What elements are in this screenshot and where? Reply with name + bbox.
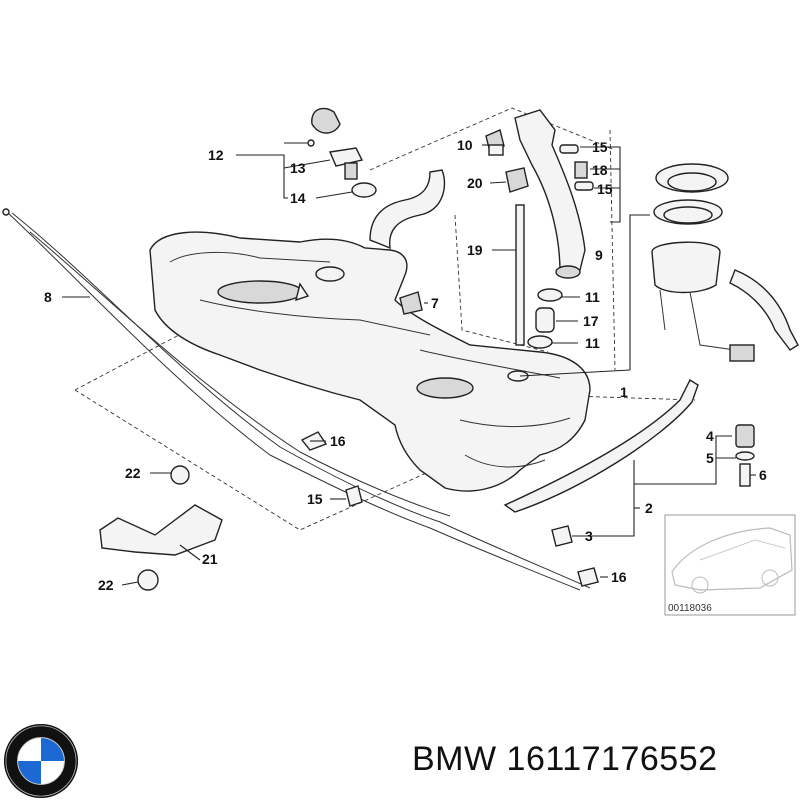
part-sender-13 [329, 147, 364, 180]
callout-labels: 12 13 14 10 20 19 15 18 15 9 11 17 11 7 … [44, 137, 767, 593]
callout-10: 10 [457, 137, 473, 153]
callout-16-upper: 16 [330, 433, 346, 449]
part-clip-16b [577, 567, 599, 587]
part-washer-5 [735, 451, 755, 461]
part-clamp-15a [559, 144, 579, 154]
part-number-caption: BMW 16117176552 [412, 740, 718, 778]
callout-5: 5 [706, 450, 714, 466]
inset-code: 00118036 [668, 603, 712, 614]
bmw-logo-icon [3, 723, 79, 799]
callout-11-upper: 11 [585, 289, 600, 305]
callout-15-lower: 15 [307, 491, 323, 507]
callout-4: 4 [706, 428, 714, 444]
part-seal-14 [351, 182, 377, 198]
part-heat-shield-21 [99, 504, 223, 556]
part-clamp-18 [574, 161, 588, 179]
part-clamp-11b [527, 335, 553, 349]
part-rod-19 [515, 204, 525, 346]
callout-3: 3 [585, 528, 593, 544]
callout-22-upper: 22 [125, 465, 141, 481]
part-strap-2 [503, 378, 699, 513]
vehicle-inset: 00118036 [664, 514, 796, 616]
callout-17: 17 [583, 313, 599, 329]
part-cap-10 [485, 129, 505, 156]
part-fuel-pump-assembly [651, 163, 799, 362]
callout-16-lower: 16 [611, 569, 627, 585]
callout-20: 20 [467, 175, 483, 191]
part-cap-12 [307, 107, 341, 147]
part-filler-neck-9 [514, 109, 586, 279]
callout-15-upper: 15 [592, 139, 608, 155]
callout-11-lower: 11 [585, 335, 600, 351]
callout-6: 6 [759, 467, 767, 483]
fuel-lines-8 [2, 208, 591, 591]
callout-21: 21 [202, 551, 218, 567]
part-grommet-7 [399, 291, 423, 315]
part-hose-17 [535, 307, 555, 333]
callout-12: 12 [208, 147, 224, 163]
callout-2: 2 [645, 500, 653, 516]
leader-lines [62, 142, 756, 586]
callout-15-middle: 15 [597, 181, 613, 197]
callout-1: 1 [620, 384, 628, 400]
callout-13: 13 [290, 160, 306, 176]
callout-14: 14 [290, 190, 306, 206]
part-nut-22a [170, 465, 190, 485]
part-clamp-11a [537, 288, 563, 302]
part-clip-15c [345, 485, 363, 507]
part-nut-22b [137, 569, 159, 591]
part-clamp-15b [574, 181, 594, 191]
callout-9: 9 [595, 247, 603, 263]
fuel-tank [149, 169, 591, 492]
part-mount-4 [735, 424, 755, 448]
callout-7: 7 [431, 295, 439, 311]
part-bolt-6 [739, 463, 751, 487]
callout-18: 18 [592, 162, 608, 178]
dashed-outline-top [369, 107, 616, 353]
part-clip-3 [551, 525, 573, 547]
callout-22-lower: 22 [98, 577, 114, 593]
callout-8: 8 [44, 289, 52, 305]
callout-19: 19 [467, 242, 483, 258]
part-clip-20 [505, 167, 529, 193]
